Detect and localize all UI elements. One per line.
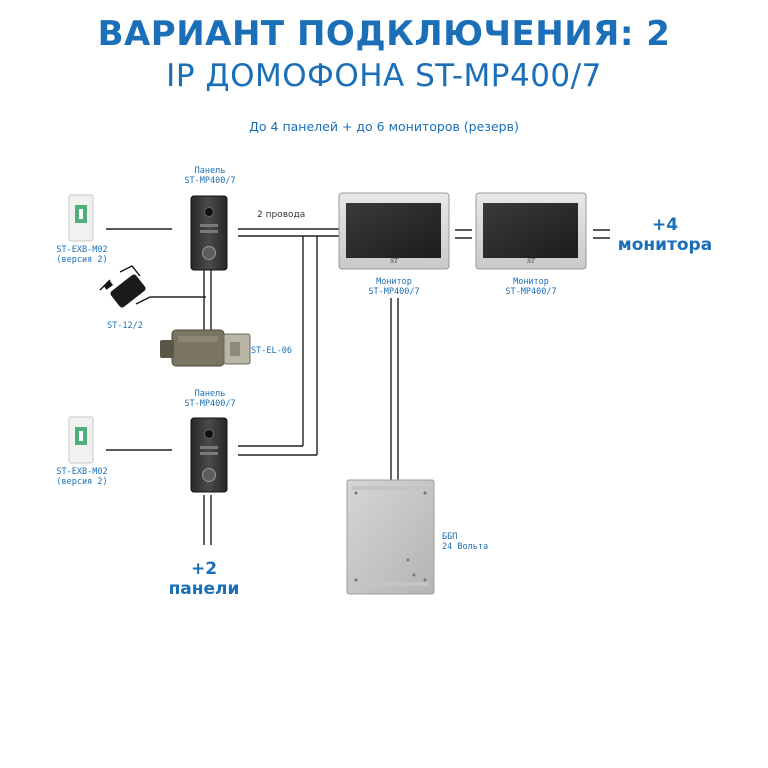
electric-lock-image [160,329,251,367]
panel-top-label: Панель ST-MP400/7 [184,166,236,186]
exit-button-bottom-image [68,416,94,464]
call-panel-bottom-image [190,417,228,493]
call-panel-top-image [190,195,228,271]
monitor-1-label: Монитор ST-MP400/7 [368,277,420,297]
power-adapter-label: ST-12/2 [107,321,143,331]
exit-button-bottom-label: ST-EXB-M02 (версия 2) [56,467,108,487]
power-adapter-image [99,265,151,308]
psu-label: ББП 24 Вольта [442,532,489,552]
panel-bottom-label: Панель ST-MP400/7 [184,389,236,409]
monitor-2-image [475,192,587,270]
more-monitors-label: +4 монитора [617,215,713,255]
monitor-1-brand-logo: ST [389,258,399,265]
more-panels-label: +2 панели [168,559,240,599]
wires-label: 2 провода [257,210,306,220]
lock-label: ST-EL-06 [251,346,292,356]
exit-button-top-label: ST-EXB-M02 (версия 2) [56,245,108,265]
monitor-1-image [338,192,450,270]
title-line-2: IP ДОМОФОНА ST-MP400/7 [166,58,602,94]
monitor-2-brand-logo: ST [526,258,536,265]
monitor-2-label: Монитор ST-MP400/7 [505,277,557,297]
exit-button-top-image [68,194,94,242]
title-line-1: ВАРИАНТ ПОДКЛЮЧЕНИЯ: 2 [97,14,671,54]
subtitle: До 4 панелей + до 6 мониторов (резерв) [249,119,519,134]
power-supply-image [346,479,435,595]
